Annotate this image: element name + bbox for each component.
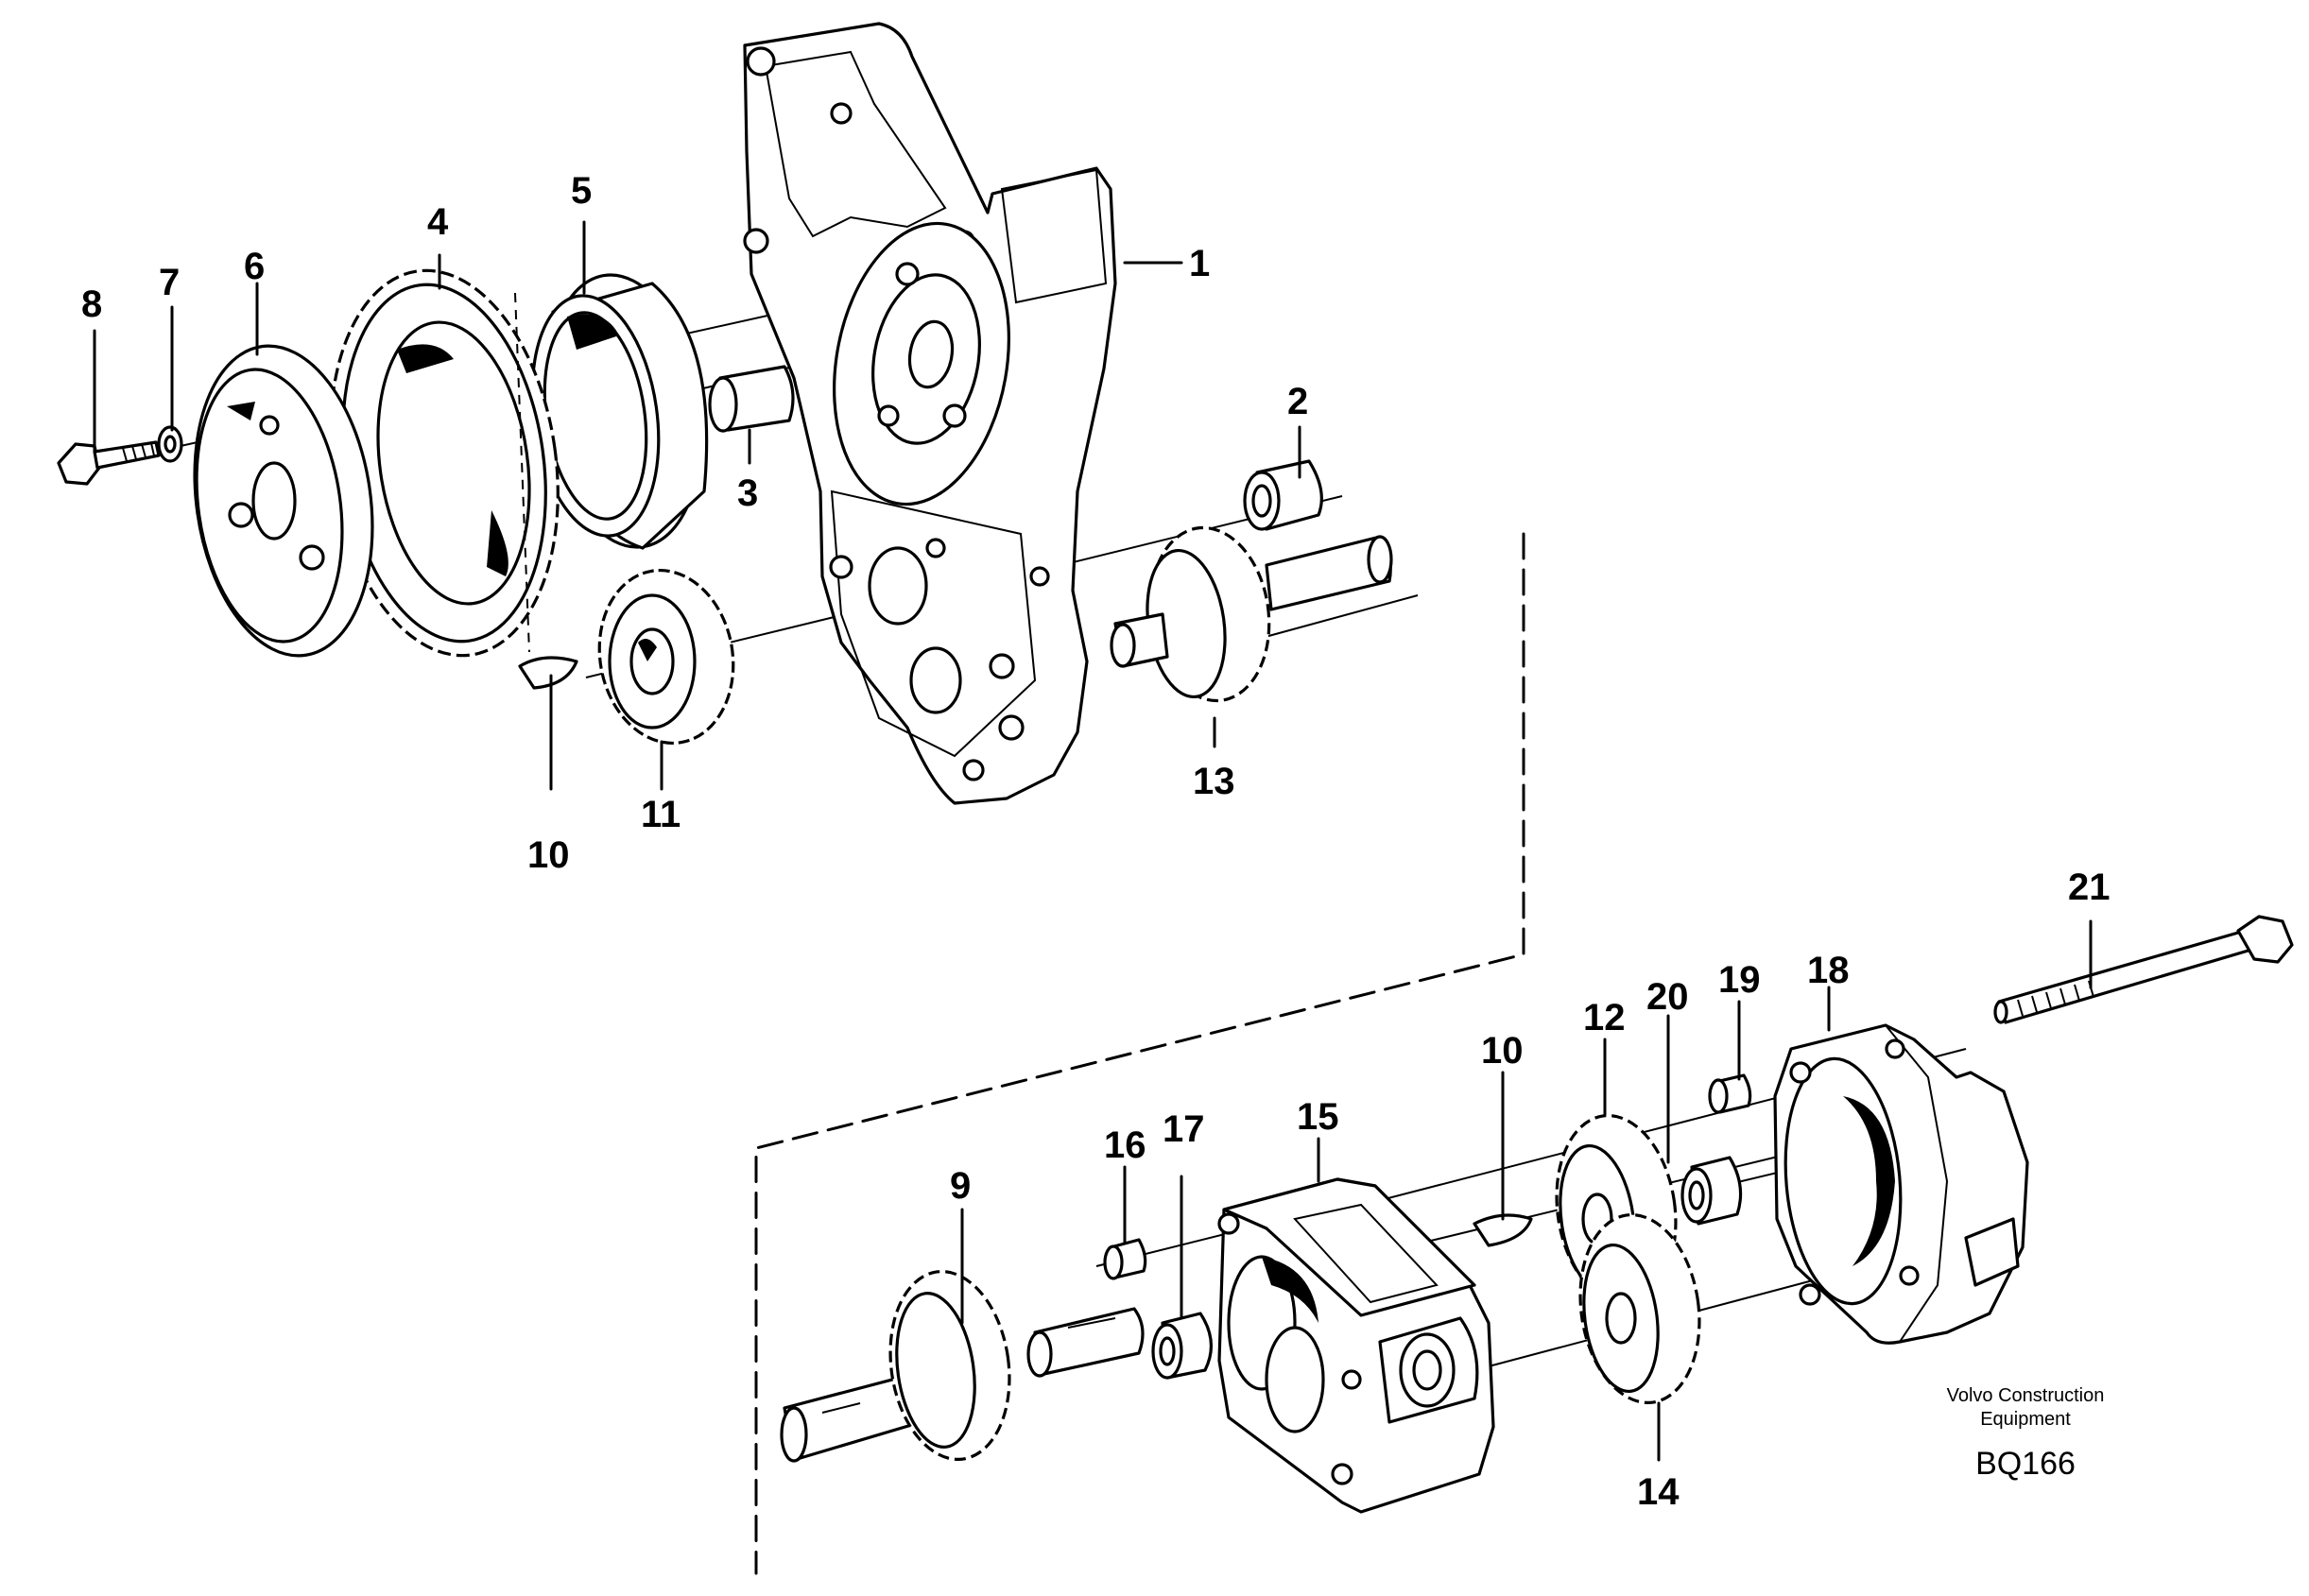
- label-part-11: 11: [641, 794, 681, 835]
- label-part-12: 12: [1583, 997, 1626, 1038]
- label-part-9: 9: [950, 1165, 971, 1207]
- pump-housing-bracket: [743, 22, 1117, 805]
- washer-7: [157, 425, 183, 463]
- gear-shaft-9: [780, 1269, 1145, 1463]
- label-part-8: 8: [81, 283, 102, 325]
- pin-16: [1103, 1238, 1147, 1280]
- label-part-1: 1: [1189, 243, 1210, 284]
- label-part-5: 5: [571, 170, 592, 212]
- bolt-21: [1993, 915, 2294, 1024]
- label-part-3: 3: [737, 472, 758, 514]
- label-part-19: 19: [1718, 959, 1761, 1001]
- assembly-bracket: [754, 532, 1525, 1575]
- label-part-18: 18: [1807, 950, 1850, 991]
- pinion-shaft-13: [1110, 525, 1393, 703]
- label-part-7: 7: [159, 262, 180, 303]
- label-part-16: 16: [1104, 1124, 1146, 1166]
- pulley-6: [193, 344, 374, 658]
- credit-line-2: Equipment: [1980, 1409, 2071, 1430]
- ring-5: [530, 273, 709, 550]
- pump-cover-18: [1773, 1023, 2029, 1345]
- pin-19: [1708, 1073, 1752, 1114]
- key-10-upper: [518, 656, 578, 690]
- label-part-10-upper: 10: [527, 834, 570, 876]
- label-part-2: 2: [1287, 381, 1308, 422]
- label-part-14: 14: [1637, 1471, 1680, 1513]
- key-10-lower: [1473, 1213, 1533, 1247]
- figure-code: BQ166: [1975, 1446, 2076, 1482]
- bushing-2: [1243, 459, 1323, 531]
- pin-3: [708, 365, 795, 433]
- bushing-20: [1680, 1156, 1743, 1226]
- credit-block: Volvo Construction Equipment BQ166: [1947, 1385, 2105, 1482]
- label-part-20: 20: [1646, 976, 1689, 1018]
- timing-gear-4: [329, 268, 560, 658]
- label-part-15: 15: [1297, 1096, 1339, 1138]
- label-part-10-lower: 10: [1481, 1030, 1524, 1072]
- credit-line-1: Volvo Construction: [1947, 1385, 2105, 1406]
- label-part-6: 6: [244, 246, 265, 287]
- label-part-17: 17: [1163, 1108, 1205, 1150]
- gear-14: [1578, 1212, 1701, 1405]
- leader-lines: [93, 220, 2093, 1462]
- gear-11: [597, 568, 735, 746]
- bushing-17: [1151, 1312, 1214, 1380]
- bolt-8: [57, 440, 161, 486]
- part-labels: 1 2 3 4 5 6 7 8 9 10 10 11 12 13 14 15 1…: [81, 170, 2111, 1513]
- gear-housing-15: [1217, 1177, 1495, 1514]
- label-part-21: 21: [2068, 867, 2111, 908]
- label-part-4: 4: [427, 201, 449, 243]
- label-part-13: 13: [1193, 761, 1235, 802]
